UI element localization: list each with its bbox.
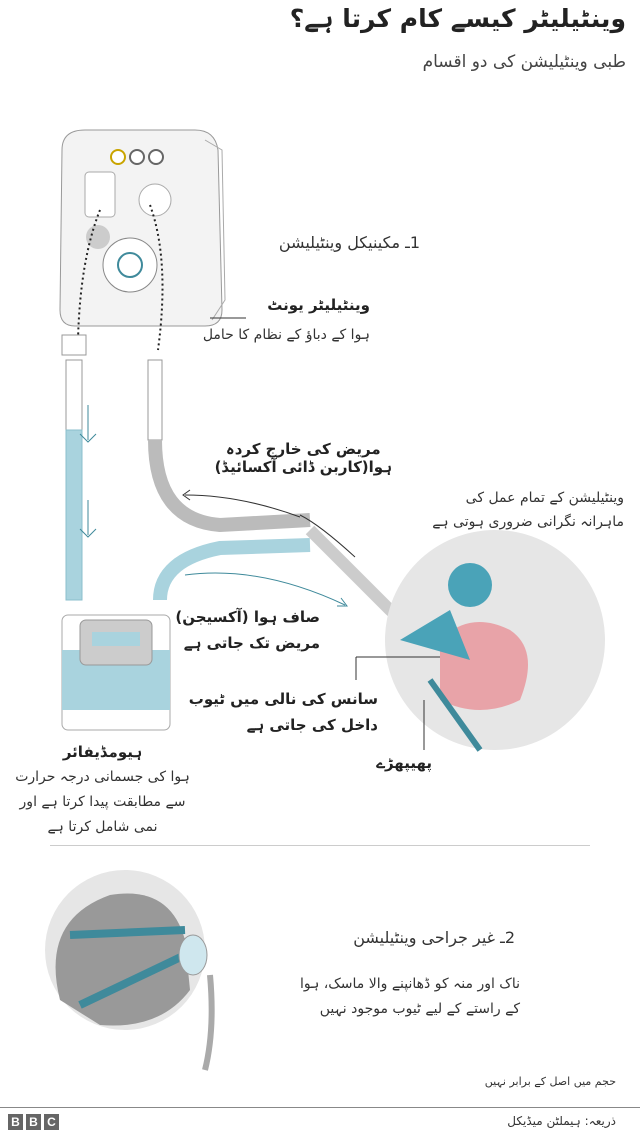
- oxygen-arrow: [184, 572, 346, 606]
- desc-line-1: ناک اور منہ کو ڈھانپنے والا ماسک، ہوا: [299, 976, 520, 992]
- humidifier-graphic: [61, 614, 171, 731]
- monitoring-note: وینٹیلیشن کے تمام عمل کی ماہرانہ نگرانی …: [432, 486, 624, 534]
- exhaled-label: مریض کی خارج کردہ ہوا(کاربن ڈائی آکسائیڈ…: [215, 440, 392, 476]
- logo-letter: B: [26, 1114, 41, 1130]
- desc-line-2: کے راستے کے لیے ٹیوب موجود نہیں: [319, 1001, 520, 1017]
- humidifier-label: ہیومڈیفائر ہوا کی جسمانی درجہ حرارت سے م…: [0, 740, 205, 840]
- humidifier-line-2: سے مطابقت پیدا کرتا ہے اور: [19, 794, 186, 810]
- mechanical-heading: 1ـ مکینیکل وینٹیلیشن: [278, 233, 420, 252]
- monitoring-line-1: وینٹیلیشن کے تمام عمل کی: [465, 490, 624, 506]
- tubes-graphic: [61, 334, 443, 628]
- exhaled-arrow: [184, 494, 301, 518]
- oxygen-line-1: صاف ہوا (آکسیجن): [175, 608, 320, 626]
- footer-divider: [0, 1107, 640, 1108]
- tube-line-2: داخل کی جاتی ہے: [246, 716, 378, 734]
- page-subtitle: طبی وینٹیلیشن کی دو اقسام: [422, 52, 626, 72]
- humidifier-line-1: ہوا کی جسمانی درجہ حرارت: [15, 769, 190, 785]
- unit-desc: ہوا کے دباؤ کے نظام کا حامل: [202, 327, 370, 343]
- logo-letter: B: [8, 1114, 23, 1130]
- non-invasive-heading: 2ـ غیر جراحی وینٹیلیشن: [353, 928, 515, 947]
- monitoring-line-2: ماہرانہ نگرانی ضروری ہوتی ہے: [432, 514, 624, 530]
- source-credit: ذریعہ: ہیملٹن میڈیکل: [507, 1114, 616, 1128]
- patient-graphic: [385, 530, 605, 752]
- humidifier-line-3: نمی شامل کرتا ہے: [47, 819, 158, 835]
- exhaled-line-1: مریض کی خارج کردہ: [225, 440, 381, 458]
- non-invasive-desc: ناک اور منہ کو ڈھانپنے والا ماسک، ہوا کے…: [300, 972, 520, 1022]
- oxygen-line-2: مریض تک جاتی ہے: [183, 634, 320, 652]
- humidifier-title: ہیومڈیفائر: [62, 743, 143, 761]
- mask-head-graphic: [45, 870, 215, 1071]
- oxygen-label: صاف ہوا (آکسیجن) مریض تک جاتی ہے: [175, 604, 320, 656]
- intubation-label: سانس کی نالی میں ٹیوب داخل کی جاتی ہے: [189, 686, 378, 738]
- section-divider: [50, 845, 590, 846]
- bbc-logo: B B C: [8, 1114, 59, 1130]
- ventilator-unit-graphic: [59, 129, 226, 351]
- logo-letter: C: [44, 1114, 59, 1130]
- page-title: وینٹیلیٹر کیسے کام کرتا ہے؟: [289, 4, 626, 33]
- tube-line-1: سانس کی نالی میں ٹیوب: [188, 690, 378, 708]
- unit-label: وینٹیلیٹر یونٹ: [267, 296, 370, 314]
- scale-note: حجم میں اصل کے برابر نہیں: [484, 1075, 616, 1088]
- lungs-label: پھیپھڑے: [376, 754, 432, 772]
- exhaled-line-2: ہوا(کاربن ڈائی آکسائیڈ): [214, 458, 392, 476]
